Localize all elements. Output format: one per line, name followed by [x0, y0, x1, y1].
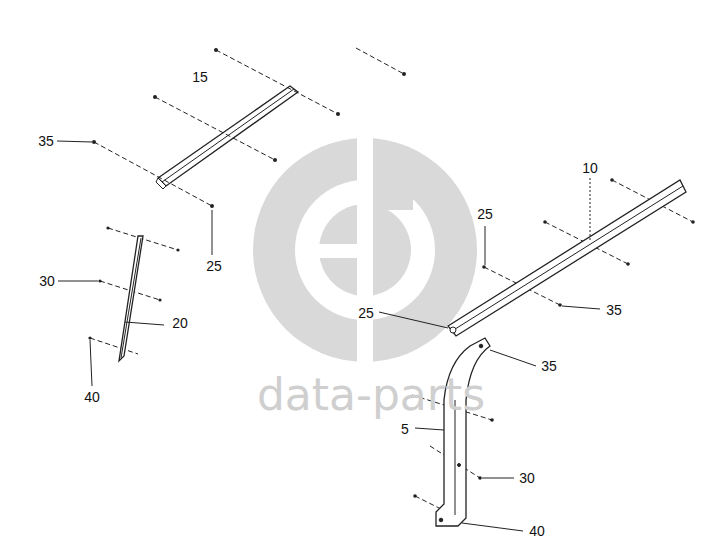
screw-axes	[90, 48, 693, 521]
callout-number: 40	[529, 524, 545, 538]
callout-number: 35	[606, 303, 622, 317]
watermark-logo	[253, 136, 477, 364]
part-5	[436, 338, 490, 526]
callout-number: 35	[541, 359, 557, 373]
callout-number: 5	[401, 422, 409, 436]
part-10	[448, 180, 686, 336]
watermark-text: data-parts	[257, 373, 485, 417]
part-20	[119, 236, 143, 361]
callout-number: 15	[192, 70, 208, 84]
screws	[88, 48, 694, 498]
callout-number: 10	[582, 161, 598, 175]
callout-number: 30	[39, 274, 55, 288]
callout-number: 30	[519, 471, 535, 485]
leader-lines	[57, 141, 600, 531]
callout-number: 20	[172, 316, 188, 330]
callout-number: 25	[358, 306, 374, 320]
callout-number: 40	[84, 390, 100, 404]
callout-number: 25	[477, 207, 493, 221]
callout-number: 25	[206, 259, 222, 273]
callout-number: 35	[38, 134, 54, 148]
part-15	[156, 86, 298, 189]
